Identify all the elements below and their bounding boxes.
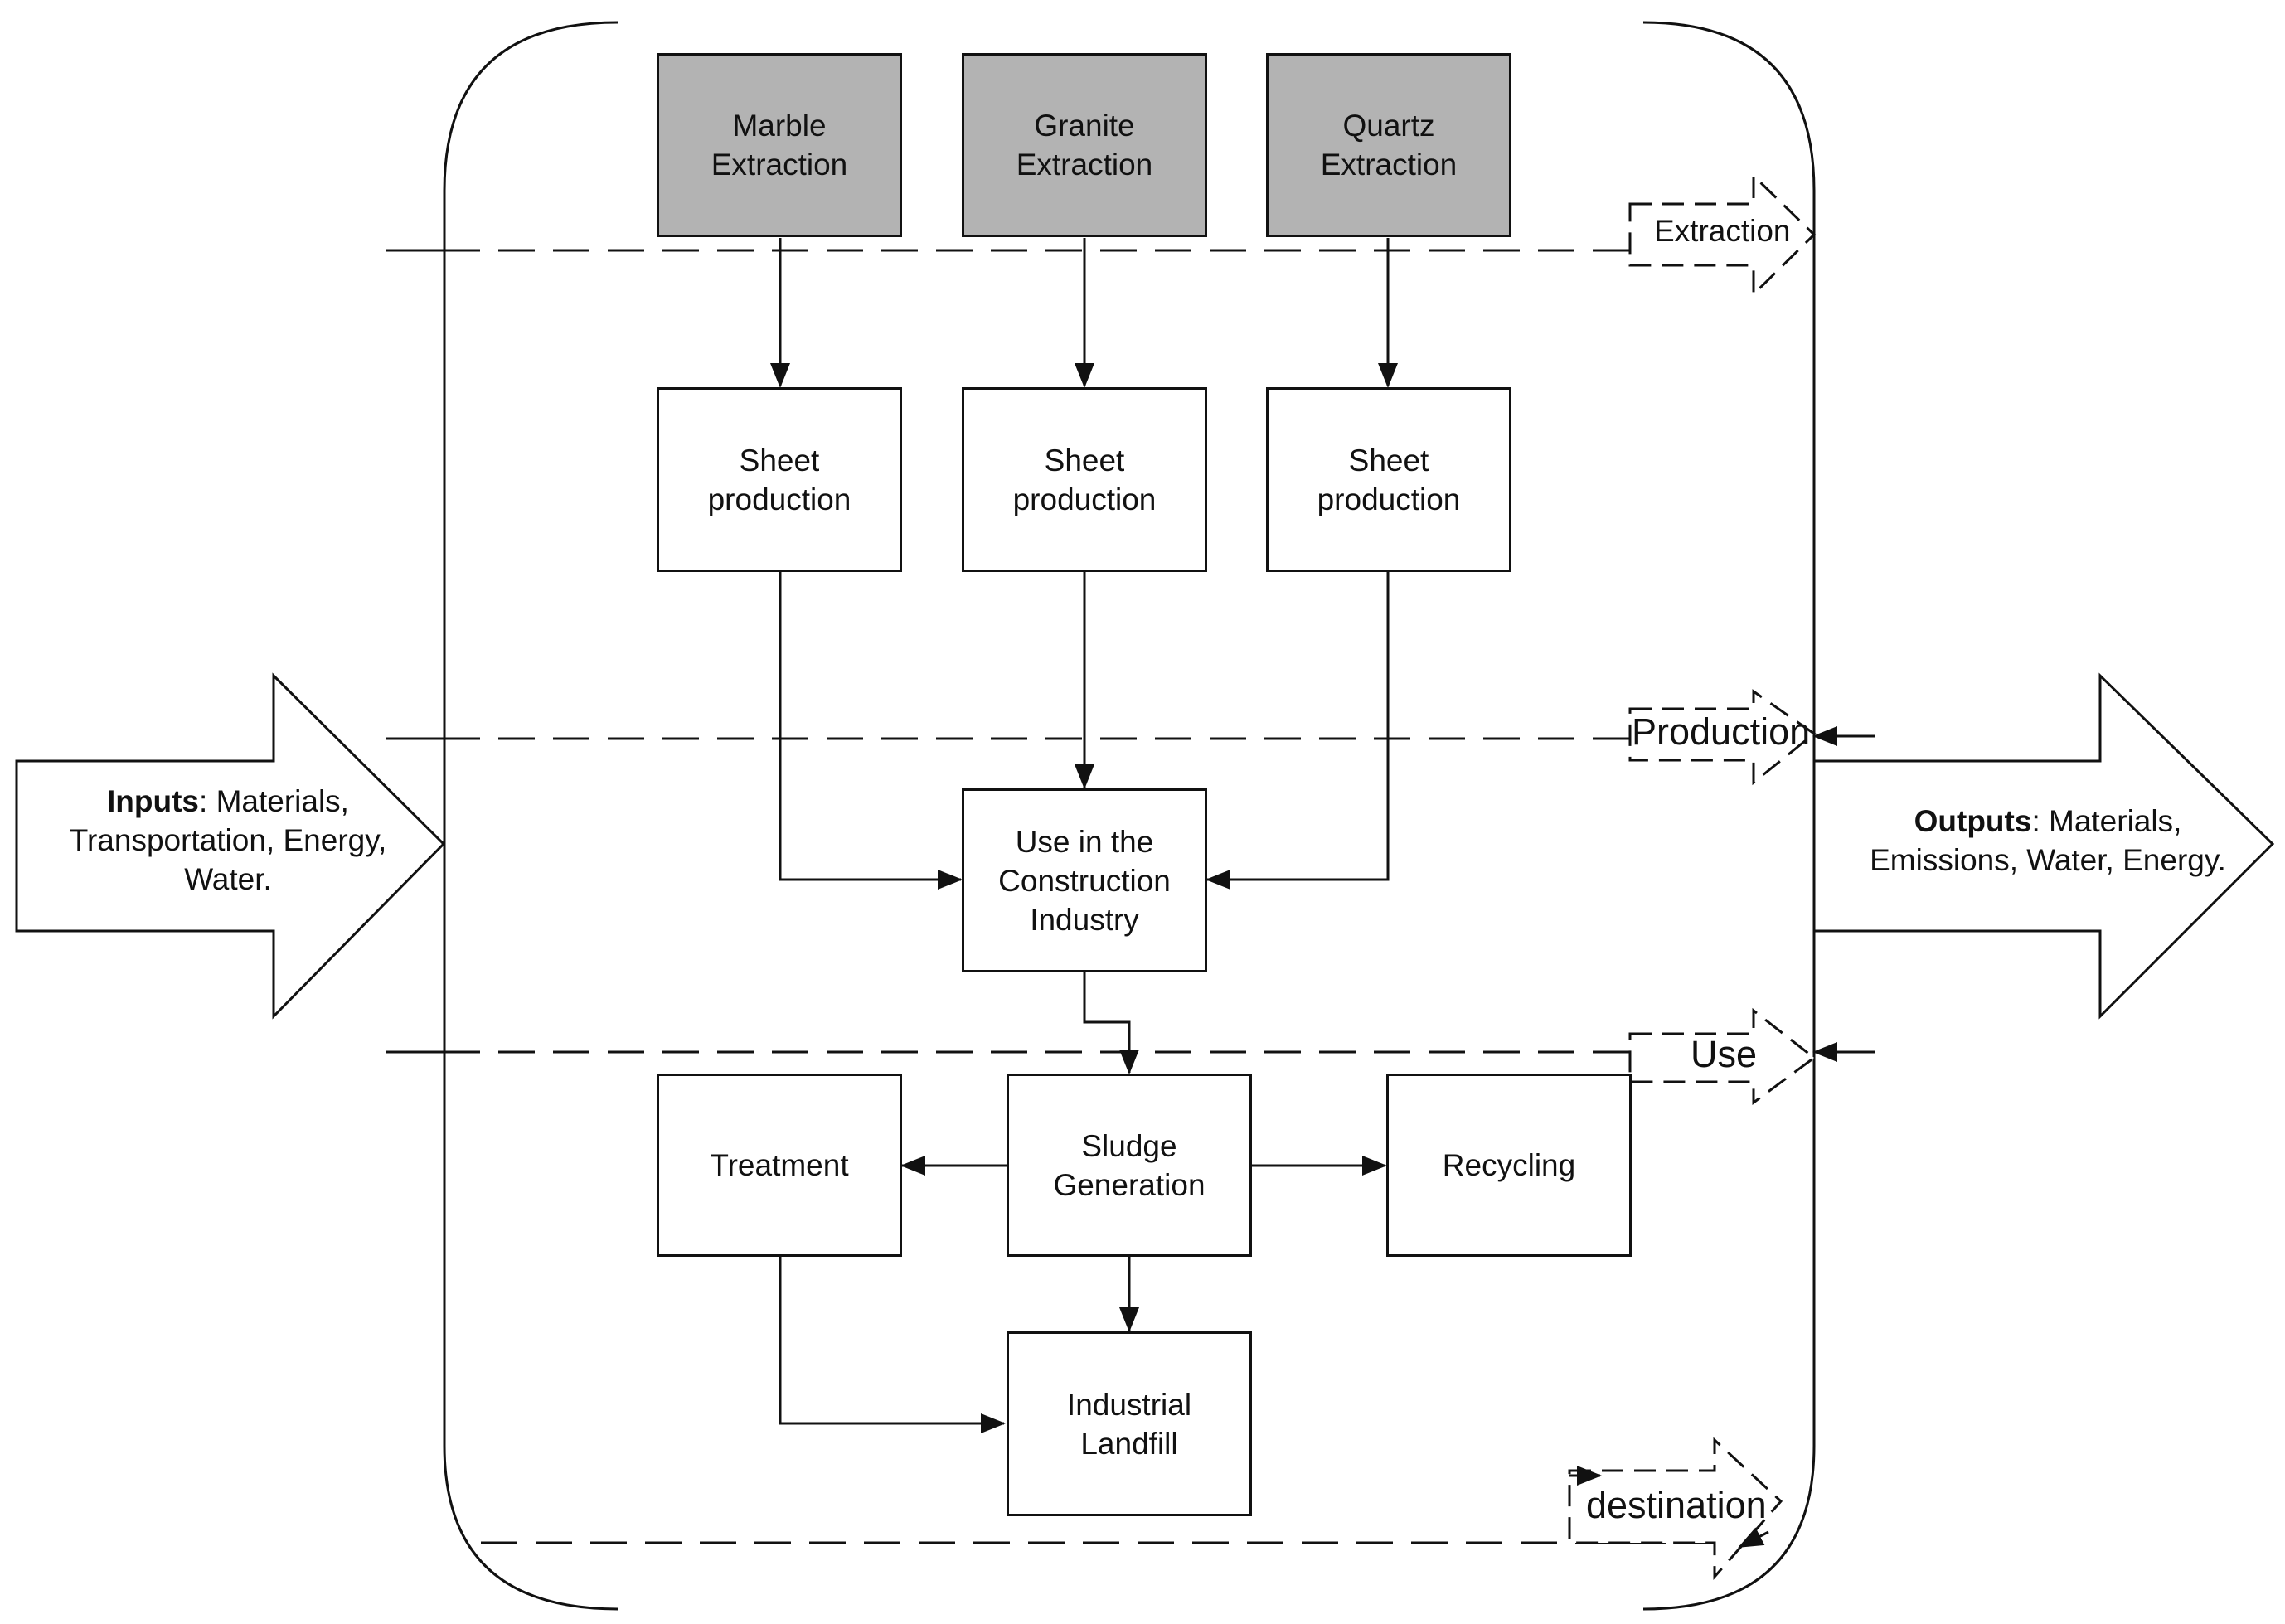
flow-sheet3-to-use [1206,572,1390,890]
outputs-text: : Materials, Emissions, Water, Energy. [1870,804,2226,877]
industrial-landfill-box: Industrial Landfill [1007,1331,1252,1516]
granite-extraction-box: Granite Extraction [962,53,1207,237]
destination-stage-arrow [1568,1437,1783,1580]
inputs-heading: Inputs [107,784,200,818]
recycling-box: Recycling [1386,1074,1632,1257]
sludge-generation-box: Sludge Generation [1007,1074,1252,1257]
use-construction-box: Use in the Construction Industry [962,788,1207,972]
sheet-production-box-1: Sheet production [657,387,902,572]
production-stage-label: Production [1632,710,1811,753]
sheet-production-box-3: Sheet production [1266,387,1511,572]
outputs-heading: Outputs [1914,804,2032,838]
flow-use-to-sludge [1083,972,1139,1074]
treatment-box: Treatment [657,1074,902,1257]
production-stage-arrow [1628,689,1817,786]
sheet-production-box-2: Sheet production [962,387,1207,572]
system-boundary-left [443,21,619,1611]
flow-treatment-to-landfill [779,1257,1006,1433]
use-stage-label: Use [1691,1033,1758,1075]
inputs-arrow [15,672,446,1020]
outputs-arrow [1812,672,2275,1020]
extraction-stage-arrow [1628,172,1817,298]
use-stage-arrow [1628,1007,1817,1105]
marble-extraction-box: Marble Extraction [657,53,902,237]
outputs-label: Outputs: Materials, Emissions, Water, En… [1836,802,2259,880]
quartz-extraction-box: Quartz Extraction [1266,53,1511,237]
inputs-label: Inputs: Materials, Transportation, Energ… [33,782,423,899]
destination-stage-label: destination [1586,1484,1767,1526]
extraction-stage-label: Extraction [1654,214,1791,248]
flow-sheet1-to-use [779,572,963,890]
inputs-text: : Materials, Transportation, Energy, Wat… [69,784,387,896]
